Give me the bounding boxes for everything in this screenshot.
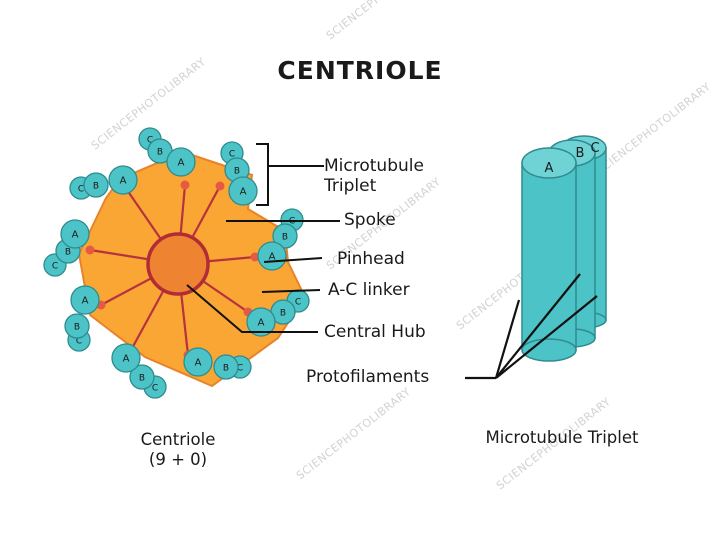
label-ac-linker: A-C linker: [328, 280, 410, 300]
microtubule-triplet-2: CBA: [220, 141, 258, 206]
label-central-hub: Central Hub: [324, 322, 426, 342]
caption-centriole-line1: Centriole: [140, 430, 216, 449]
tubule-a-7: [70, 285, 100, 315]
tubule-a-1: [166, 147, 196, 177]
label-microtubule-triplet: Microtubule Triplet: [324, 156, 424, 196]
pinhead-1: [180, 180, 190, 190]
watermark-6: SCIENCEPHOTOLIBRARY: [294, 385, 413, 482]
tubule-b-letter-9: B: [93, 182, 99, 192]
tubule-b-letter-8: B: [65, 248, 71, 258]
tubule-b-letter-5: B: [223, 364, 229, 374]
tubule-b-3: [272, 223, 298, 249]
tubule-c-letter-1: C: [147, 136, 153, 146]
tubule-b-9: [83, 172, 109, 198]
pinhead-2: [215, 181, 225, 191]
label-microtubule-triplet-line1: Microtubule: [324, 156, 424, 176]
tubule-b-letter-4: B: [280, 309, 286, 319]
label-pinhead: Pinhead: [337, 249, 405, 269]
watermark-5: SCIENCEPHOTOLIBRARY: [594, 80, 713, 177]
tubule-a-letter-6: A: [123, 354, 130, 365]
tubule-b-letter: B: [576, 146, 585, 161]
tubule-b-letter-7: B: [74, 323, 80, 333]
tubule-b-6: [129, 364, 155, 390]
tubule-c-letter-2: C: [229, 150, 235, 160]
protofilament-leaders: [465, 273, 598, 380]
tubule-c-letter-4: C: [295, 298, 301, 308]
tubule-a-letter-8: A: [72, 230, 79, 241]
tubule-a-letter-1: A: [178, 158, 185, 169]
label-protofilaments: Protofilaments: [306, 367, 430, 387]
microtubule-triplet-4: CB A: [246, 289, 310, 337]
microtubule-triplet-6: CBA: [111, 343, 167, 399]
tubule-c-letter-6: C: [152, 384, 158, 394]
tubule-c-letter: C: [590, 141, 599, 156]
central-hub: [146, 232, 210, 296]
tubule-a: [521, 147, 577, 362]
tubule-b-5: [213, 354, 239, 380]
tubule-a-8: [60, 219, 90, 249]
tubule-b-letter-3: B: [282, 233, 288, 243]
pinhead-8: [85, 245, 95, 255]
triplet-bracket: [256, 143, 269, 206]
caption-microtubule-triplet: Microtubule Triplet: [485, 428, 639, 447]
tubule-c-letter-7: C: [76, 337, 82, 347]
label-spoke: Spoke: [344, 210, 396, 230]
microtubule-triplet-3d: A B C: [521, 135, 607, 362]
tubule-a-6: [111, 343, 141, 373]
tubule-a-2: [228, 176, 258, 206]
tubule-a-5: [183, 347, 213, 377]
tubule-c-letter-5: C: [237, 364, 243, 374]
microtubule-triplet-1: CB A: [138, 127, 196, 177]
microtubule-triplet-3: CBA: [257, 208, 304, 271]
watermark-2: SCIENCEPHOTOLIBRARY: [324, 0, 443, 42]
tubule-a-3: [257, 241, 287, 271]
label-microtubule-triplet-line2: Triplet: [324, 176, 377, 196]
pinhead-3: [250, 252, 260, 262]
tubule-b-letter-6: B: [139, 374, 145, 384]
tubule-b-7: [64, 313, 90, 339]
tubule-a-letter: A: [545, 161, 554, 176]
tubule-a-letter-2: A: [240, 187, 247, 198]
microtubule-triplet-7: CB A: [64, 285, 100, 352]
tubule-c-letter-9: C: [78, 185, 84, 195]
tubule-a-4: [246, 307, 276, 337]
leader-lines: [186, 143, 340, 333]
tubule-a-letter-7: A: [82, 296, 89, 307]
pinhead-leader: [263, 257, 323, 263]
diagram-title: CENTRIOLE: [277, 56, 443, 85]
tubule-b-letter-2: B: [234, 167, 240, 177]
microtubule-triplet-5: CB A: [183, 347, 252, 380]
caption-centriole: Centriole (9 + 0): [108, 430, 248, 470]
microtubule-triplet-8: CBA: [43, 219, 90, 277]
tubule-c-letter-8: C: [52, 262, 58, 272]
tubule-a-letter-5: A: [195, 358, 202, 369]
ac-linker-leader: [261, 289, 321, 293]
caption-centriole-line2: (9 + 0): [148, 450, 208, 469]
tubule-a-letter-4: A: [258, 318, 265, 329]
central-hub-leader: [186, 284, 318, 333]
tubule-a-letter-3: A: [269, 252, 276, 263]
tubule-a-letter-9: A: [120, 176, 127, 187]
tubule-a-9: [108, 165, 138, 195]
tubule-b-letter-1: B: [157, 148, 163, 158]
